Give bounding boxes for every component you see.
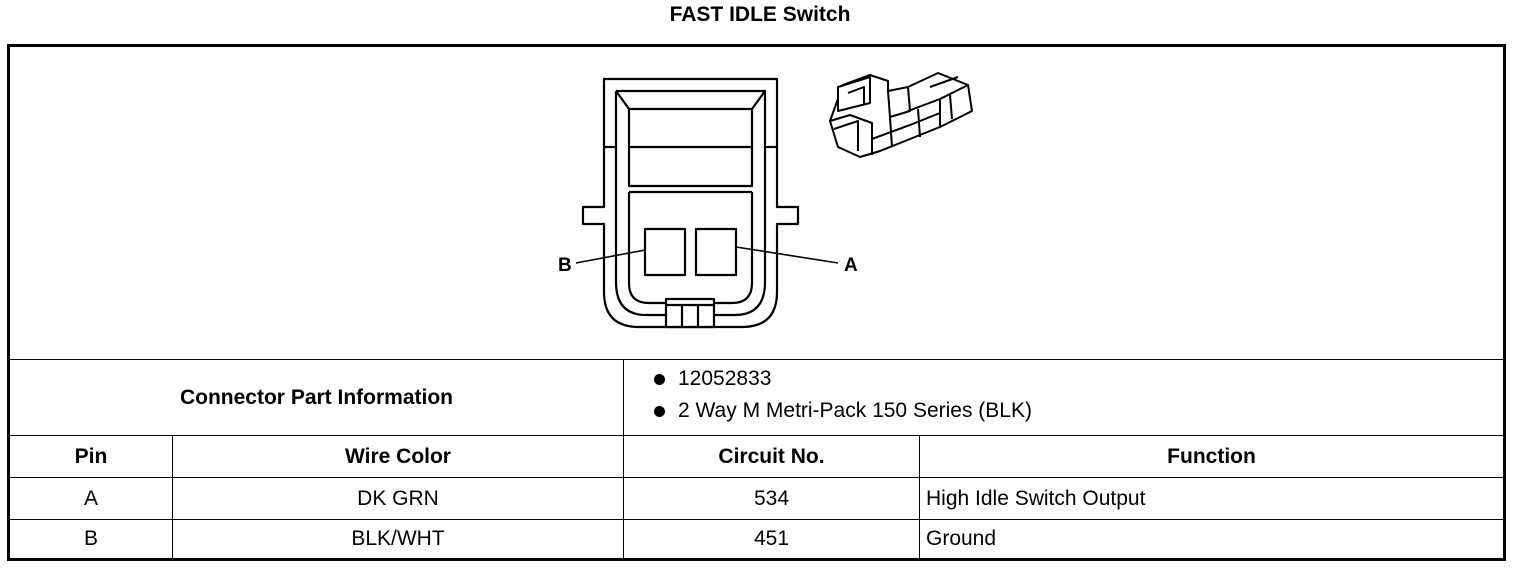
row-b-function: Ground <box>926 527 997 550</box>
connector-outline <box>581 77 800 329</box>
part-number-item: 12052833 <box>632 363 1032 395</box>
connector-part-info-list: 12052833 2 Way M Metri-Pack 150 Series (… <box>632 363 1032 427</box>
bullet-icon <box>654 406 665 417</box>
row-b-wire-color: BLK/WHT <box>351 527 445 550</box>
header-pin: Pin <box>74 444 108 468</box>
bullet-icon <box>654 374 665 385</box>
pin-b-cavity <box>643 227 687 277</box>
connector-iso-view <box>829 72 973 158</box>
header-wire-color: Wire Color <box>345 444 451 468</box>
connector-diagram: B A <box>10 47 1503 359</box>
header-function: Function <box>1167 444 1256 468</box>
row-a-pin: A <box>83 486 98 510</box>
latch <box>664 297 716 329</box>
connector-description: 2 Way M Metri-Pack 150 Series (BLK) <box>678 399 1032 422</box>
connector-table: B A Connector Pa <box>7 44 1506 561</box>
connector-illustration: B A <box>558 72 973 329</box>
row-a-function: High Idle Switch Output <box>926 486 1146 510</box>
part-number: 12052833 <box>678 367 772 390</box>
row-a-circuit-no: 534 <box>753 486 790 510</box>
connector-description-item: 2 Way M Metri-Pack 150 Series (BLK) <box>632 395 1032 427</box>
row-b-pin: B <box>83 527 98 550</box>
row-a-wire-color: DK GRN <box>357 486 439 510</box>
pin-label-b: B <box>558 255 572 276</box>
connector-part-info-label: Connector Part Information <box>179 386 453 409</box>
pin-a-cavity <box>694 227 738 277</box>
row-b-circuit-no: 451 <box>753 527 790 550</box>
header-circuit-no: Circuit No. <box>718 444 825 468</box>
page-title: FAST IDLE Switch <box>669 3 851 26</box>
pin-label-a: A <box>844 255 858 276</box>
